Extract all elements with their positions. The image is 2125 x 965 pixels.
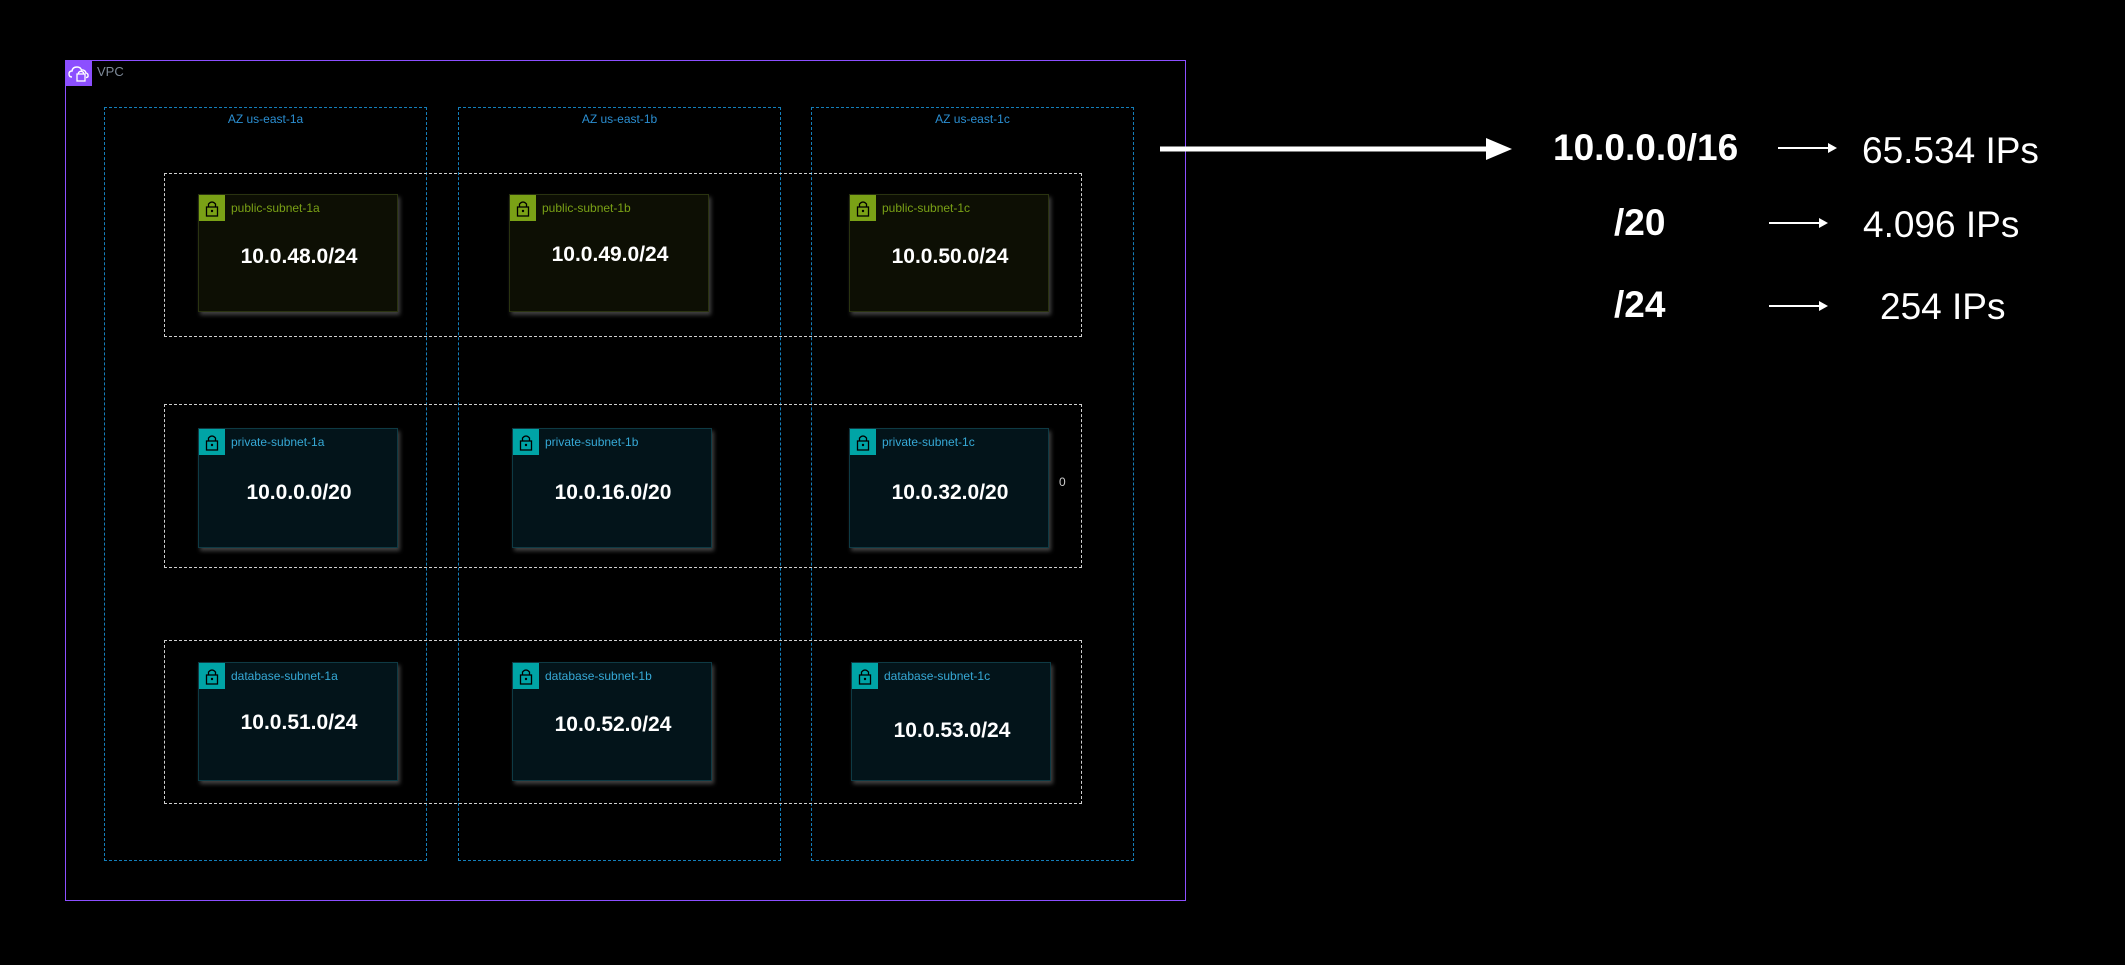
stray-label: 0 — [1059, 475, 1066, 489]
subnet-name: private-subnet-1b — [545, 435, 639, 449]
subnet-cidr: 10.0.48.0/24 — [240, 245, 358, 268]
subnet-cidr: 10.0.16.0/20 — [554, 481, 672, 504]
legend-prefix: /20 — [1614, 202, 1666, 243]
padlock-icon — [852, 663, 878, 689]
subnet-cidr: 10.0.49.0/24 — [551, 243, 669, 266]
vpc-label: VPC — [97, 64, 124, 79]
legend-ip-count: 4.096 IPs — [1863, 204, 2020, 245]
subnet-name: public-subnet-1c — [882, 201, 971, 215]
subnet-cidr: 10.0.50.0/24 — [891, 245, 1009, 268]
right-arrow-icon — [1769, 301, 1828, 311]
padlock-icon — [513, 663, 539, 689]
vpc-cloud-lock-icon — [65, 60, 92, 86]
subnet-name: database-subnet-1a — [231, 669, 338, 683]
subnet-public-1a: public-subnet-1a 10.0.48.0/24 — [198, 194, 398, 312]
subnet-cidr: 10.0.52.0/24 — [554, 713, 672, 736]
public-tier-group — [164, 173, 1082, 337]
az-us-east-1b — [458, 107, 781, 861]
subnet-name: private-subnet-1c — [882, 435, 975, 449]
padlock-icon — [199, 663, 225, 689]
subnet-database-1a: database-subnet-1a 10.0.51.0/24 — [198, 662, 398, 781]
padlock-icon — [199, 429, 225, 455]
padlock-icon — [850, 195, 876, 221]
subnet-name: database-subnet-1c — [884, 669, 991, 683]
az-label: AZ us-east-1a — [227, 112, 304, 126]
subnet-private-1c: private-subnet-1c 10.0.32.0/20 — [849, 428, 1049, 548]
padlock-icon — [850, 429, 876, 455]
padlock-icon — [513, 429, 539, 455]
az-label: AZ us-east-1c — [935, 112, 1010, 126]
subnet-cidr: 10.0.32.0/20 — [891, 481, 1009, 504]
legend-ip-count: 254 IPs — [1880, 286, 2006, 327]
subnet-cidr: 10.0.51.0/24 — [240, 711, 358, 734]
subnet-database-1b: database-subnet-1b 10.0.52.0/24 — [512, 662, 712, 781]
az-label: AZ us-east-1b — [581, 112, 658, 126]
az-us-east-1a — [104, 107, 427, 861]
subnet-name: database-subnet-1b — [545, 669, 652, 683]
legend-ip-count: 65.534 IPs — [1862, 130, 2039, 171]
subnet-cidr: 10.0.53.0/24 — [893, 719, 1011, 742]
legend-prefix: 10.0.0.0/16 — [1553, 127, 1739, 168]
subnet-name: public-subnet-1a — [231, 201, 320, 215]
subnet-cidr: 10.0.0.0/20 — [246, 481, 352, 504]
right-arrow-icon — [1769, 218, 1828, 228]
subnet-private-1b: private-subnet-1b 10.0.16.0/20 — [512, 428, 712, 548]
right-arrow-icon — [1778, 143, 1837, 153]
padlock-icon — [199, 195, 225, 221]
subnet-database-1c: database-subnet-1c 10.0.53.0/24 — [851, 662, 1051, 781]
subnet-public-1b: public-subnet-1b 10.0.49.0/24 — [509, 194, 709, 312]
az-us-east-1c — [811, 107, 1134, 861]
legend-prefix: /24 — [1614, 284, 1666, 325]
right-arrow-icon — [1160, 138, 1512, 160]
subnet-name: private-subnet-1a — [231, 435, 325, 449]
subnet-private-1a: private-subnet-1a 10.0.0.0/20 — [198, 428, 398, 548]
database-tier-group — [164, 640, 1082, 804]
subnet-name: public-subnet-1b — [542, 201, 631, 215]
vpc-container — [65, 60, 1186, 901]
padlock-icon — [510, 195, 536, 221]
subnet-public-1c: public-subnet-1c 10.0.50.0/24 — [849, 194, 1049, 312]
private-tier-group — [164, 404, 1082, 568]
